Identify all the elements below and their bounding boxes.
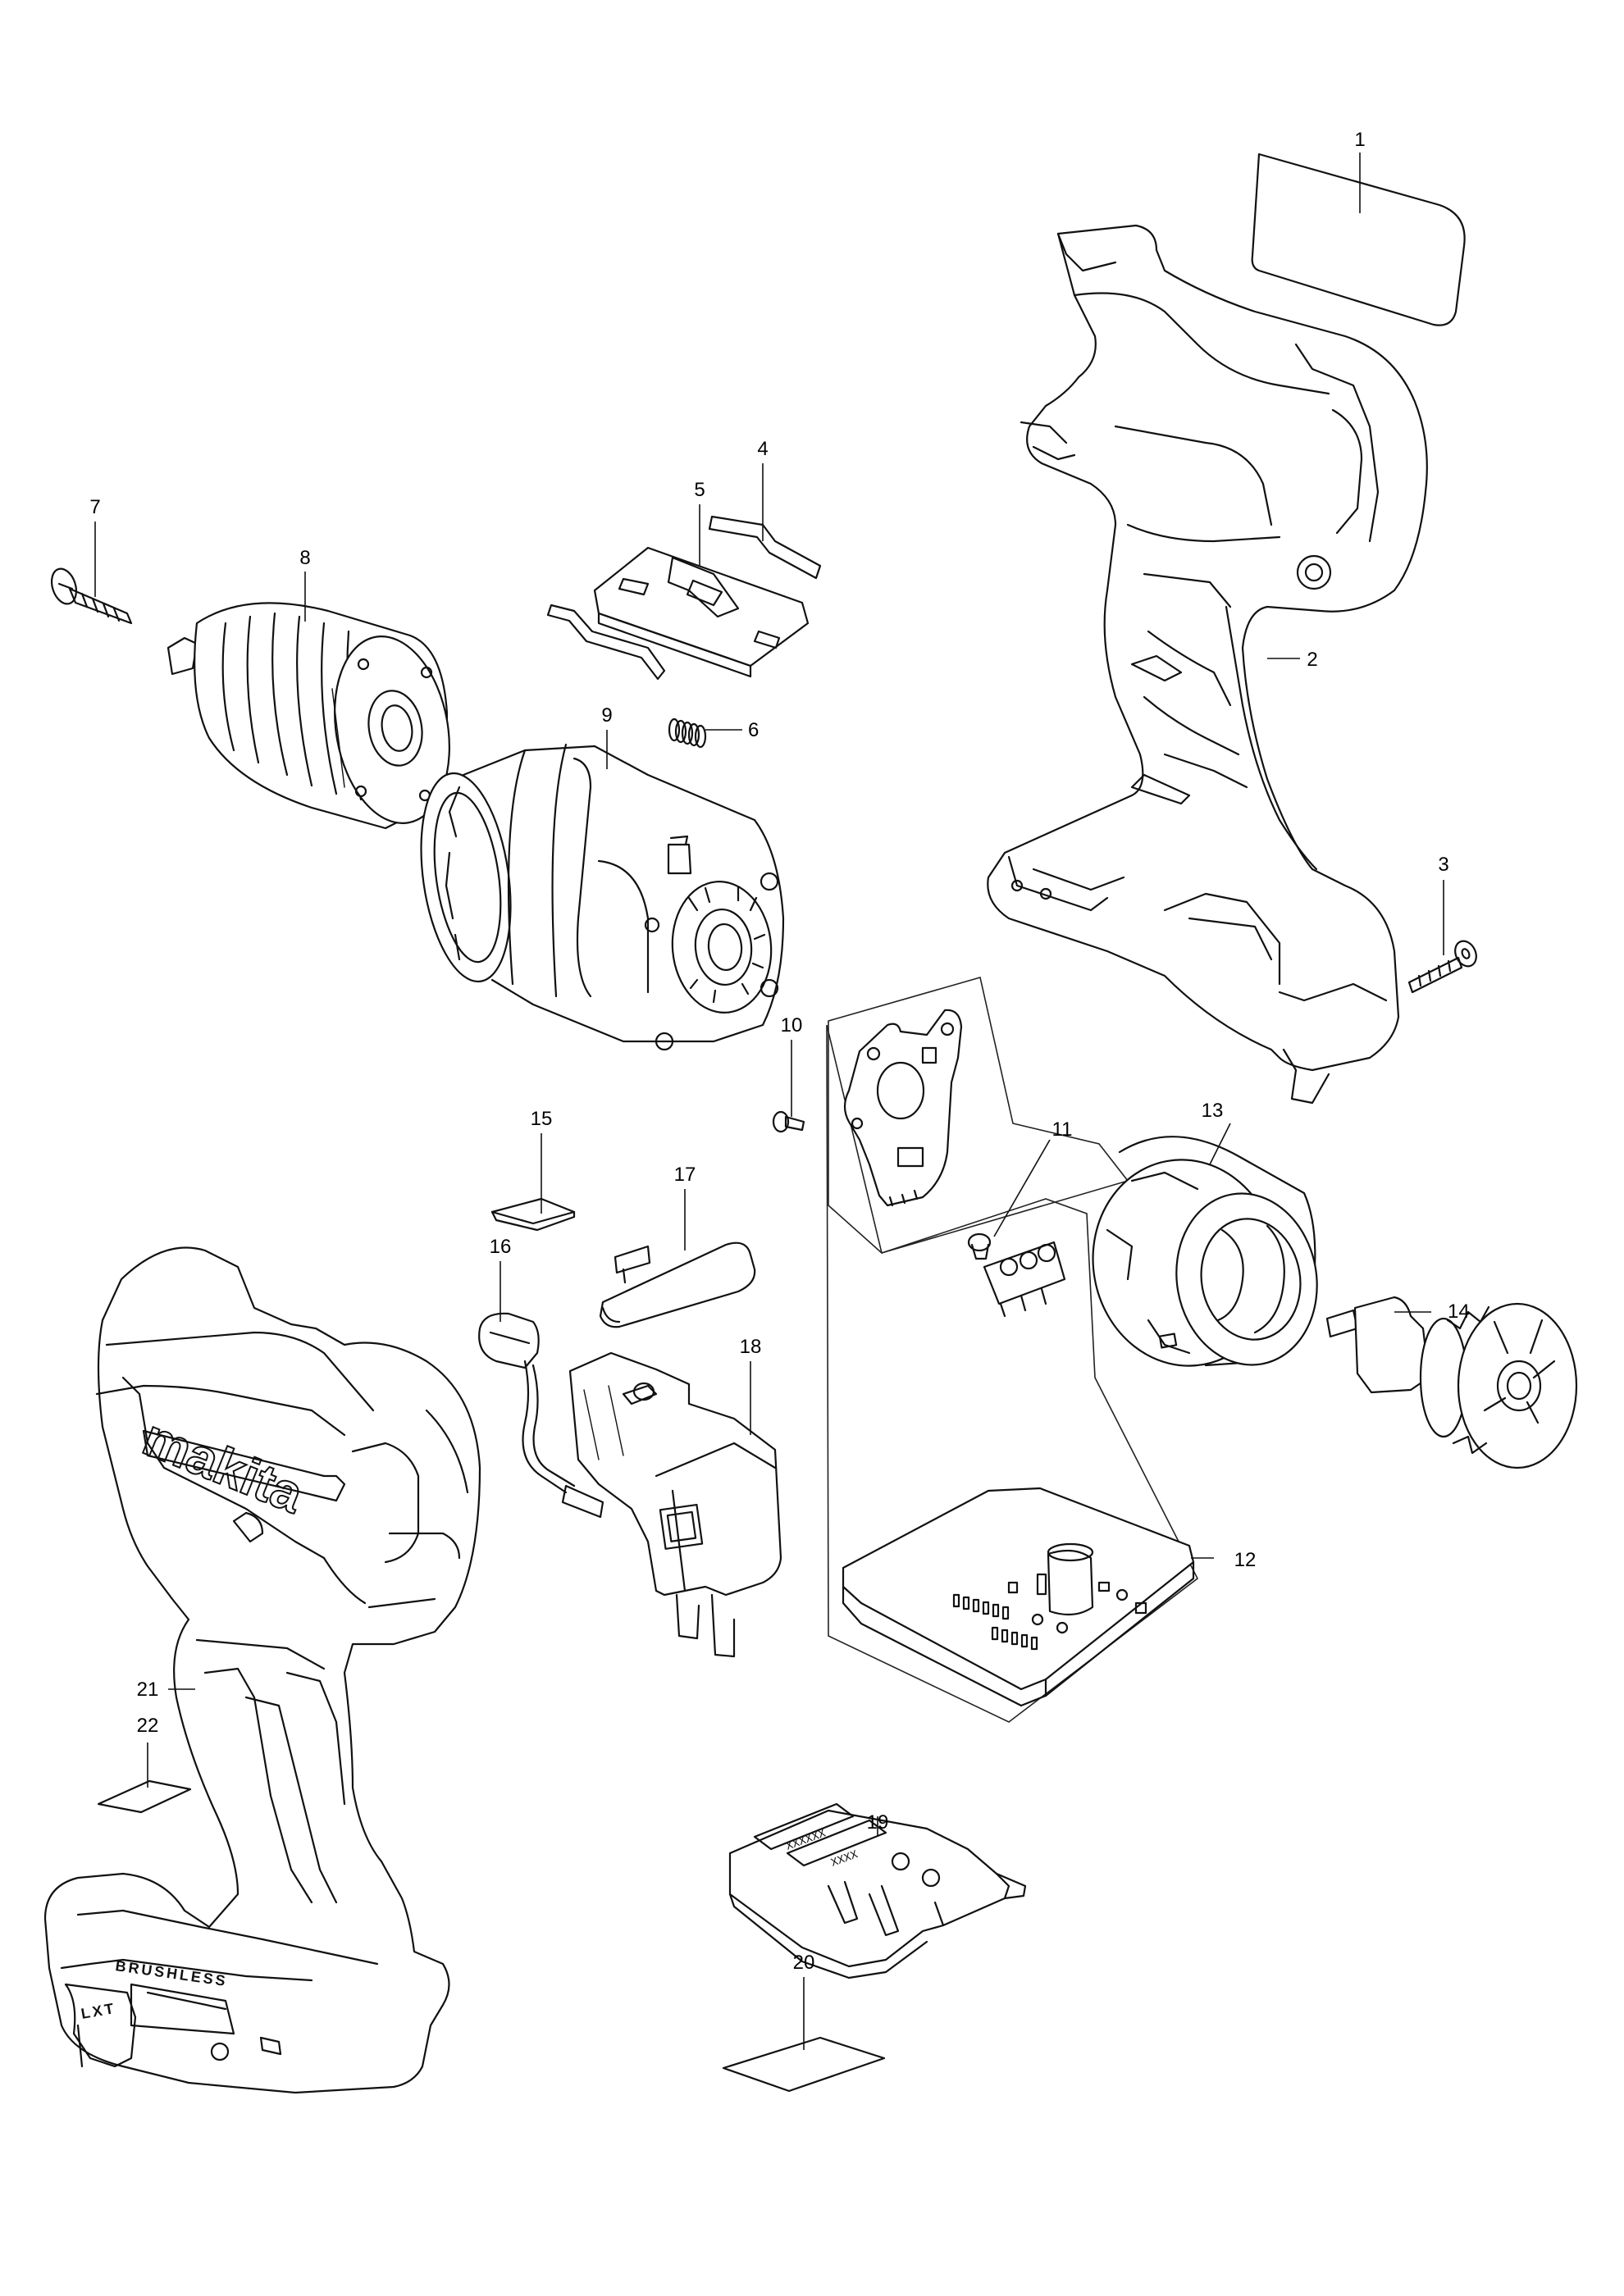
callout-8: 8 (299, 547, 310, 569)
callout-15: 15 (531, 1108, 553, 1130)
callout-14: 14 (1448, 1301, 1470, 1323)
part-19-battery-terminal: XXXXXX XXXX (728, 1802, 1027, 1979)
callout-12: 12 (1234, 1549, 1257, 1571)
callout-9: 9 (601, 704, 612, 727)
part-14-rotor (1325, 1296, 1578, 1469)
controller-group-outline (826, 976, 1199, 1723)
callout-21: 21 (137, 1679, 159, 1701)
part-11-screw (967, 1232, 992, 1260)
part-17-capacitor (599, 1241, 756, 1328)
callout-2: 2 (1307, 649, 1317, 671)
part-8-keyless-chuck (167, 602, 450, 830)
callout-5: 5 (694, 479, 705, 501)
part-7-chuck-screw (50, 567, 133, 625)
part-16-lead-wire (478, 1312, 604, 1519)
part-2-housing-half (987, 224, 1428, 1105)
terminal-block (983, 1241, 1066, 1318)
callout-3: 3 (1438, 854, 1448, 876)
part-3-tapping-screw (1407, 940, 1477, 994)
part-5-switch-lever (593, 546, 810, 678)
part-12-controller (842, 1487, 1195, 1707)
callout-6: 6 (748, 719, 759, 741)
callout-numbers: 1 2 3 4 5 6 7 8 9 10 11 12 13 14 15 16 1… (89, 129, 1469, 1974)
part-10-screw (772, 1110, 805, 1133)
part-22-label (97, 1779, 192, 1814)
callout-11: 11 (1052, 1118, 1073, 1141)
callout-20: 20 (793, 1952, 815, 1974)
part-15-plate (490, 1197, 576, 1232)
part-1-label-plate (1251, 153, 1466, 326)
part-18-trigger-switch (568, 1351, 782, 1658)
callout-17: 17 (674, 1164, 696, 1186)
callout-16: 16 (490, 1236, 512, 1258)
part-9-gear-assembly (420, 743, 785, 1051)
part-4-leaf-spring (546, 515, 822, 681)
hall-sensor-plate (843, 1009, 963, 1207)
part-13-stator (1092, 1136, 1318, 1367)
part-20-label (722, 2036, 886, 2093)
callout-1: 1 (1354, 129, 1365, 151)
callout-7: 7 (89, 496, 100, 518)
callout-10: 10 (781, 1014, 803, 1036)
callout-18: 18 (740, 1336, 762, 1358)
callout-13: 13 (1202, 1100, 1224, 1122)
callout-19: 19 (867, 1811, 889, 1834)
callout-4: 4 (757, 438, 768, 460)
leader-lines (94, 153, 1444, 2050)
part-6-compression-spring (668, 718, 707, 749)
callout-22: 22 (137, 1715, 159, 1737)
part-21-housing-set (43, 1246, 481, 2094)
